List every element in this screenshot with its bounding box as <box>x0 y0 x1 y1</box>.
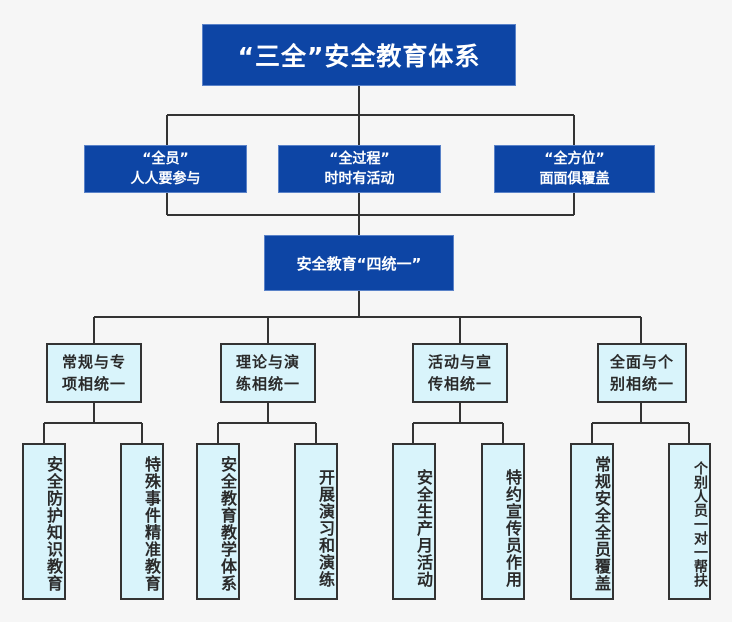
level3-label: 理论与演练相统一 <box>235 353 300 393</box>
level3-node-2: 理论与演练相统一 <box>220 343 316 403</box>
level3-label: 全面与个别相统一 <box>609 353 674 393</box>
connector-l3-leaves-3 <box>412 403 504 443</box>
level3-node-1: 常规与专项相统一 <box>46 343 142 403</box>
node-title: “全过程” <box>329 151 390 167</box>
node-title: “全员” <box>142 151 189 167</box>
root-label: “三全”安全教育体系 <box>237 42 481 71</box>
node-subtitle: 面面俱覆盖 <box>539 171 610 187</box>
leaf-label: 特约宣传员作用 <box>503 469 522 588</box>
level1-node-all-aspects: “全方位” 面面俱覆盖 <box>494 145 655 193</box>
leaf-node: 开展演习和演练 <box>294 443 338 600</box>
leaf-label: 安全生产月活动 <box>414 469 433 588</box>
level2-label: 安全教育“四统一” <box>296 254 422 273</box>
connector-l3-leaves-2 <box>217 403 317 443</box>
leaf-node: 安全生产月活动 <box>392 443 436 600</box>
connector-l3-leaves-1 <box>43 403 143 443</box>
leaf-node: 个别人员一对一帮扶 <box>668 443 711 600</box>
node-subtitle: 时时有活动 <box>324 171 395 187</box>
level2-node-four-unities: 安全教育“四统一” <box>264 235 454 291</box>
leaf-label: 常规安全全员覆盖 <box>592 455 611 592</box>
leaf-label: 安全教育教学体系 <box>218 455 237 592</box>
level3-label: 活动与宣传相统一 <box>427 353 492 393</box>
connector-root-l1 <box>166 86 575 145</box>
connector-l1-l2 <box>166 193 575 235</box>
leaf-node: 常规安全全员覆盖 <box>570 443 614 600</box>
leaf-label: 开展演习和演练 <box>316 469 335 588</box>
node-title: “全方位” <box>544 151 605 167</box>
node-subtitle: 人人要参与 <box>130 171 201 187</box>
level3-node-3: 活动与宣传相统一 <box>412 343 508 403</box>
level1-node-all-staff: “全员” 人人要参与 <box>84 145 247 193</box>
root-node: “三全”安全教育体系 <box>202 24 516 86</box>
leaf-node: 安全防护知识教育 <box>22 443 66 600</box>
leaf-label: 安全防护知识教育 <box>44 455 63 592</box>
connector-l3-leaves-4 <box>591 403 690 443</box>
level3-node-4: 全面与个别相统一 <box>597 343 687 403</box>
leaf-node: 安全教育教学体系 <box>196 443 240 600</box>
connector-l2-l3 <box>93 291 642 343</box>
leaf-node: 特约宣传员作用 <box>481 443 525 600</box>
leaf-label: 特殊事件精准教育 <box>142 455 161 592</box>
level1-node-all-process: “全过程” 时时有活动 <box>278 145 441 193</box>
leaf-node: 特殊事件精准教育 <box>120 443 164 600</box>
leaf-label: 个别人员一对一帮扶 <box>692 460 708 587</box>
level3-label: 常规与专项相统一 <box>61 353 126 393</box>
